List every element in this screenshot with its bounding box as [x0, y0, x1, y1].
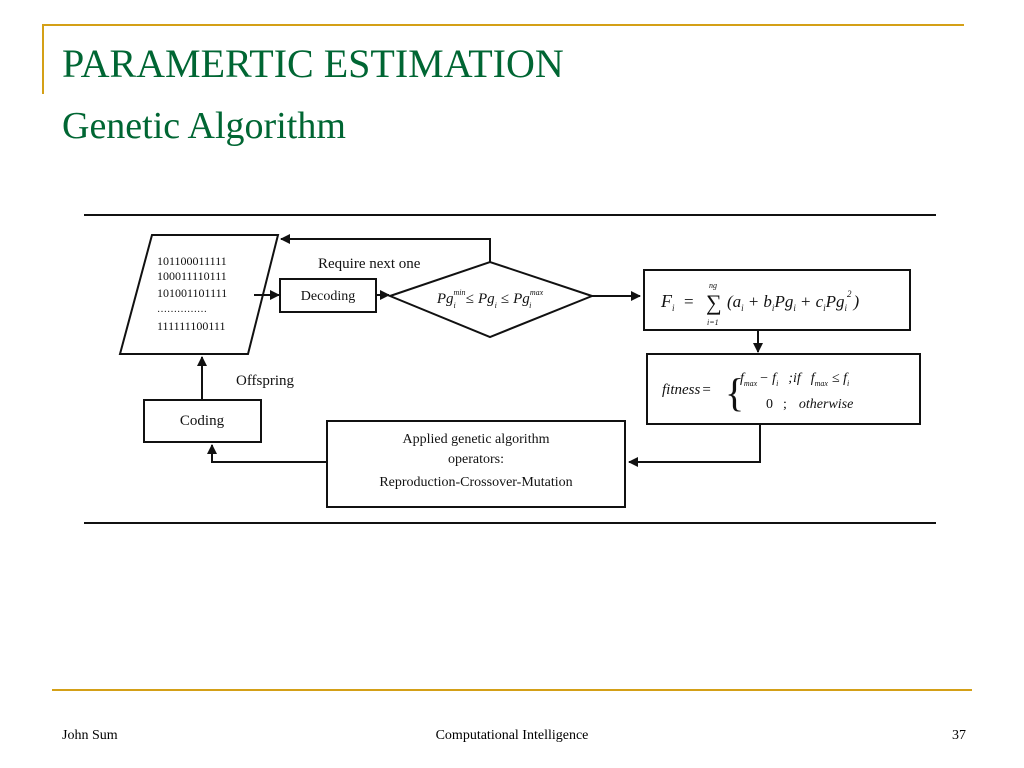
offspring-label: Offspring [236, 373, 295, 389]
arrow-fitness-to-operators [628, 424, 761, 467]
chromosome-1: 101100011111 [157, 254, 227, 268]
chromosome-3: 101001101111 [157, 286, 227, 300]
slide-subtitle: Genetic Algorithm [62, 105, 346, 147]
require-next-label: Require next one [318, 256, 421, 272]
coding-box [143, 399, 262, 443]
svg-text:ng: ng [709, 281, 717, 290]
objective-box [643, 269, 911, 331]
operators-box [326, 420, 626, 508]
coding-label: Coding [180, 413, 225, 429]
operators-line-1: Applied genetic algorithm [403, 432, 550, 447]
svg-text:∑: ∑ [706, 290, 722, 315]
fitness-box [646, 353, 921, 425]
operators-line-3: Reproduction-Crossover-Mutation [379, 475, 572, 490]
title-frame-left-rule [42, 24, 44, 94]
svg-text:0;otherwise: 0;otherwise [766, 397, 853, 412]
title-frame-rule [42, 24, 964, 96]
footer-page-number: 37 [952, 728, 966, 743]
operators-line-2: operators: [448, 452, 504, 467]
arrow-require-next [280, 234, 491, 262]
genetic-algorithm-diagram: 101100011111 100011110111 101001101111 …… [84, 214, 936, 524]
footer-author: John Sum [62, 728, 118, 743]
svg-text:fitness=: fitness= [662, 382, 711, 398]
svg-text:=: = [684, 292, 694, 311]
svg-text:i=1: i=1 [707, 318, 719, 327]
chromosome-ellipsis: …………… [157, 304, 207, 315]
svg-text:{: { [725, 370, 744, 415]
svg-text:(ai+ biPgi+ ciPgi2): (ai+ biPgi+ ciPgi2) [727, 289, 860, 313]
decoding-label: Decoding [301, 289, 355, 304]
population-shape [118, 234, 280, 355]
slide-title: PARAMERTIC ESTIMATION [62, 41, 564, 86]
chromosome-4: 111111100111 [157, 319, 225, 333]
chromosome-2: 100011110111 [157, 269, 227, 283]
objective-formula: Fi = ∑ ng i=1 (ai+ biPgi+ ciPgi2) [660, 281, 860, 327]
svg-text:Fi: Fi [660, 291, 675, 313]
footer-course: Computational Intelligence [435, 728, 589, 743]
footer-rule [52, 689, 972, 691]
arrow-operators-to-coding [207, 444, 327, 463]
